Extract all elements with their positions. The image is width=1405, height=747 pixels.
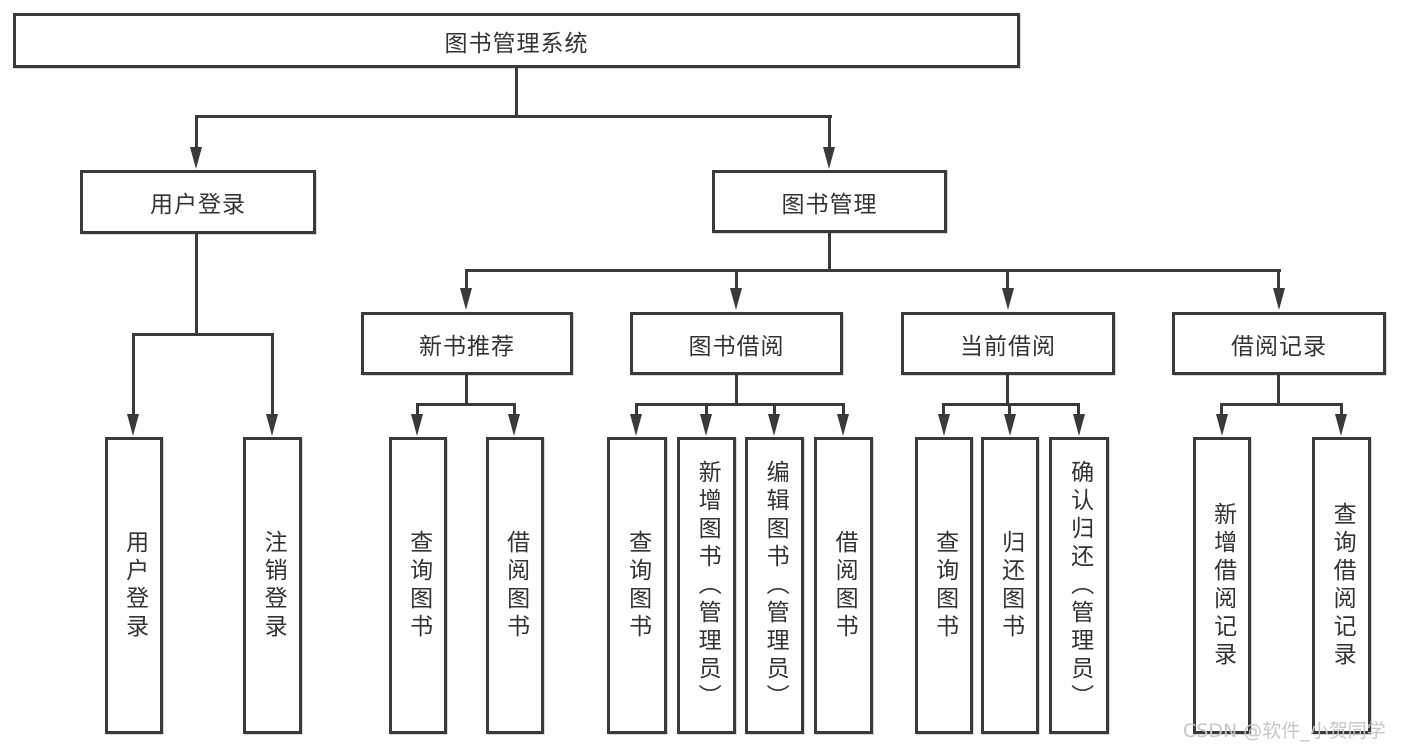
node-book-mgmt: 图书管理	[712, 170, 947, 233]
connector-stem-nb-borrow	[513, 403, 516, 416]
connector-stem-cb-query	[942, 403, 945, 416]
connector-current-trunk	[1006, 375, 1009, 406]
leaf-bb-add-books-admin-label: 新增图书（管理员）	[694, 459, 721, 712]
leaf-cb-confirm-return-admin: 确认归还（管理员）	[1049, 437, 1109, 734]
arrowhead-cb-return	[1004, 414, 1016, 436]
arrowhead-book-mgmt	[823, 147, 835, 169]
arrowhead-group-newbooks	[460, 288, 472, 310]
leaf-bb-add-books-admin: 新增图书（管理员）	[677, 437, 736, 734]
connector-newbooks-hline	[416, 403, 516, 406]
connector-stem-user-login	[195, 115, 198, 150]
connector-stem-nb-query	[416, 403, 419, 416]
node-group-borrow: 图书借阅	[630, 312, 843, 375]
leaf-rec-query-record: 查询借阅记录	[1312, 437, 1371, 734]
connector-stem-leaf-logout	[271, 333, 274, 415]
leaf-cb-query-books-label: 查询图书	[931, 529, 958, 642]
connector-bookmgmt-trunk	[828, 233, 831, 272]
connector-root-trunk	[515, 68, 518, 118]
connector-records-trunk	[1277, 375, 1280, 406]
connector-records-hline	[1220, 403, 1343, 406]
connector-level2-hline	[195, 115, 832, 118]
arrowhead-leaf-logout	[266, 414, 278, 436]
connector-stem-bb-borrow	[842, 403, 845, 416]
arrowhead-leaf-login	[127, 414, 139, 436]
arrowhead-nb-borrow	[508, 414, 520, 436]
leaf-user-login: 用户登录	[105, 437, 163, 734]
node-group-borrow-label: 图书借阅	[688, 333, 785, 360]
node-user-login-label: 用户登录	[150, 192, 246, 218]
connector-stem-rec-add	[1220, 403, 1223, 416]
node-group-new-books-label: 新书推荐	[419, 333, 515, 360]
connector-stem-bb-edit	[773, 403, 776, 416]
node-group-new-books: 新书推荐	[361, 312, 573, 375]
leaf-rec-add-record-label: 新增借阅记录	[1209, 501, 1236, 670]
leaf-nb-borrow-books-label: 借阅图书	[502, 529, 529, 642]
leaf-cb-query-books: 查询图书	[915, 437, 973, 734]
leaf-user-login-label: 用户登录	[121, 529, 148, 642]
leaf-bb-query-books: 查询图书	[607, 437, 667, 734]
arrowhead-nb-query	[411, 414, 423, 436]
node-book-mgmt-label: 图书管理	[781, 191, 878, 218]
leaf-bb-borrow-books-label: 借阅图书	[831, 529, 858, 642]
leaf-cb-confirm-return-admin-label: 确认归还（管理员）	[1066, 459, 1093, 712]
connector-stem-leaf-login	[132, 333, 135, 415]
leaf-bb-edit-books-admin-label: 编辑图书（管理员）	[762, 459, 789, 712]
arrowhead-bb-add	[700, 414, 712, 436]
connector-stem-bb-add	[705, 403, 708, 416]
connector-userlogin-hline	[132, 333, 274, 336]
connector-stem-group-records	[1277, 269, 1280, 290]
node-group-current: 当前借阅	[901, 312, 1115, 375]
connector-borrow-hline	[635, 403, 845, 406]
leaf-bb-query-books-label: 查询图书	[624, 529, 651, 642]
connector-stem-cb-return	[1008, 403, 1011, 416]
node-root-label: 图书管理系统	[444, 30, 589, 57]
connector-stem-bb-query	[635, 403, 638, 416]
leaf-rec-add-record: 新增借阅记录	[1193, 437, 1251, 734]
leaf-rec-query-record-label: 查询借阅记录	[1329, 501, 1356, 670]
leaf-nb-borrow-books: 借阅图书	[486, 437, 544, 734]
leaf-cb-return-books-label: 归还图书	[997, 529, 1024, 642]
arrowhead-group-borrow	[730, 288, 742, 310]
leaf-cb-return-books: 归还图书	[981, 437, 1039, 734]
connector-stem-book-mgmt	[828, 115, 831, 150]
arrowhead-group-records	[1273, 288, 1285, 310]
node-group-current-label: 当前借阅	[960, 333, 1056, 360]
connector-newbooks-trunk	[465, 375, 468, 406]
connector-stem-group-current	[1006, 269, 1009, 290]
arrowhead-bb-edit	[768, 414, 780, 436]
connector-current-hline	[942, 403, 1080, 406]
node-root: 图书管理系统	[13, 13, 1020, 68]
connector-stem-group-newbooks	[465, 269, 468, 290]
connector-stem-rec-query	[1340, 403, 1343, 416]
arrowhead-rec-add	[1216, 414, 1228, 436]
leaf-nb-query-books: 查询图书	[389, 437, 447, 734]
node-user-login: 用户登录	[80, 170, 316, 234]
arrowhead-rec-query	[1335, 414, 1347, 436]
leaf-logout-label: 注销登录	[260, 529, 287, 642]
csdn-watermark: CSDN @软件_小贺同学	[1183, 720, 1386, 742]
arrowhead-cb-confirm	[1073, 414, 1085, 436]
leaf-logout: 注销登录	[243, 437, 302, 734]
arrowhead-bb-borrow	[837, 414, 849, 436]
arrowhead-cb-query	[938, 414, 950, 436]
node-group-records: 借阅记录	[1172, 312, 1386, 375]
leaf-nb-query-books-label: 查询图书	[405, 529, 432, 642]
connector-borrow-trunk	[735, 375, 738, 406]
leaf-bb-edit-books-admin: 编辑图书（管理员）	[745, 437, 804, 734]
leaf-bb-borrow-books: 借阅图书	[814, 437, 873, 734]
arrowhead-bb-query	[630, 414, 642, 436]
connector-userlogin-trunk	[195, 234, 198, 336]
connector-level3-hline	[465, 269, 1281, 272]
arrowhead-user-login	[190, 147, 202, 169]
arrowhead-group-current	[1002, 288, 1014, 310]
node-group-records-label: 借阅记录	[1231, 333, 1327, 360]
connector-stem-cb-confirm	[1077, 403, 1080, 416]
connector-stem-group-borrow	[735, 269, 738, 290]
